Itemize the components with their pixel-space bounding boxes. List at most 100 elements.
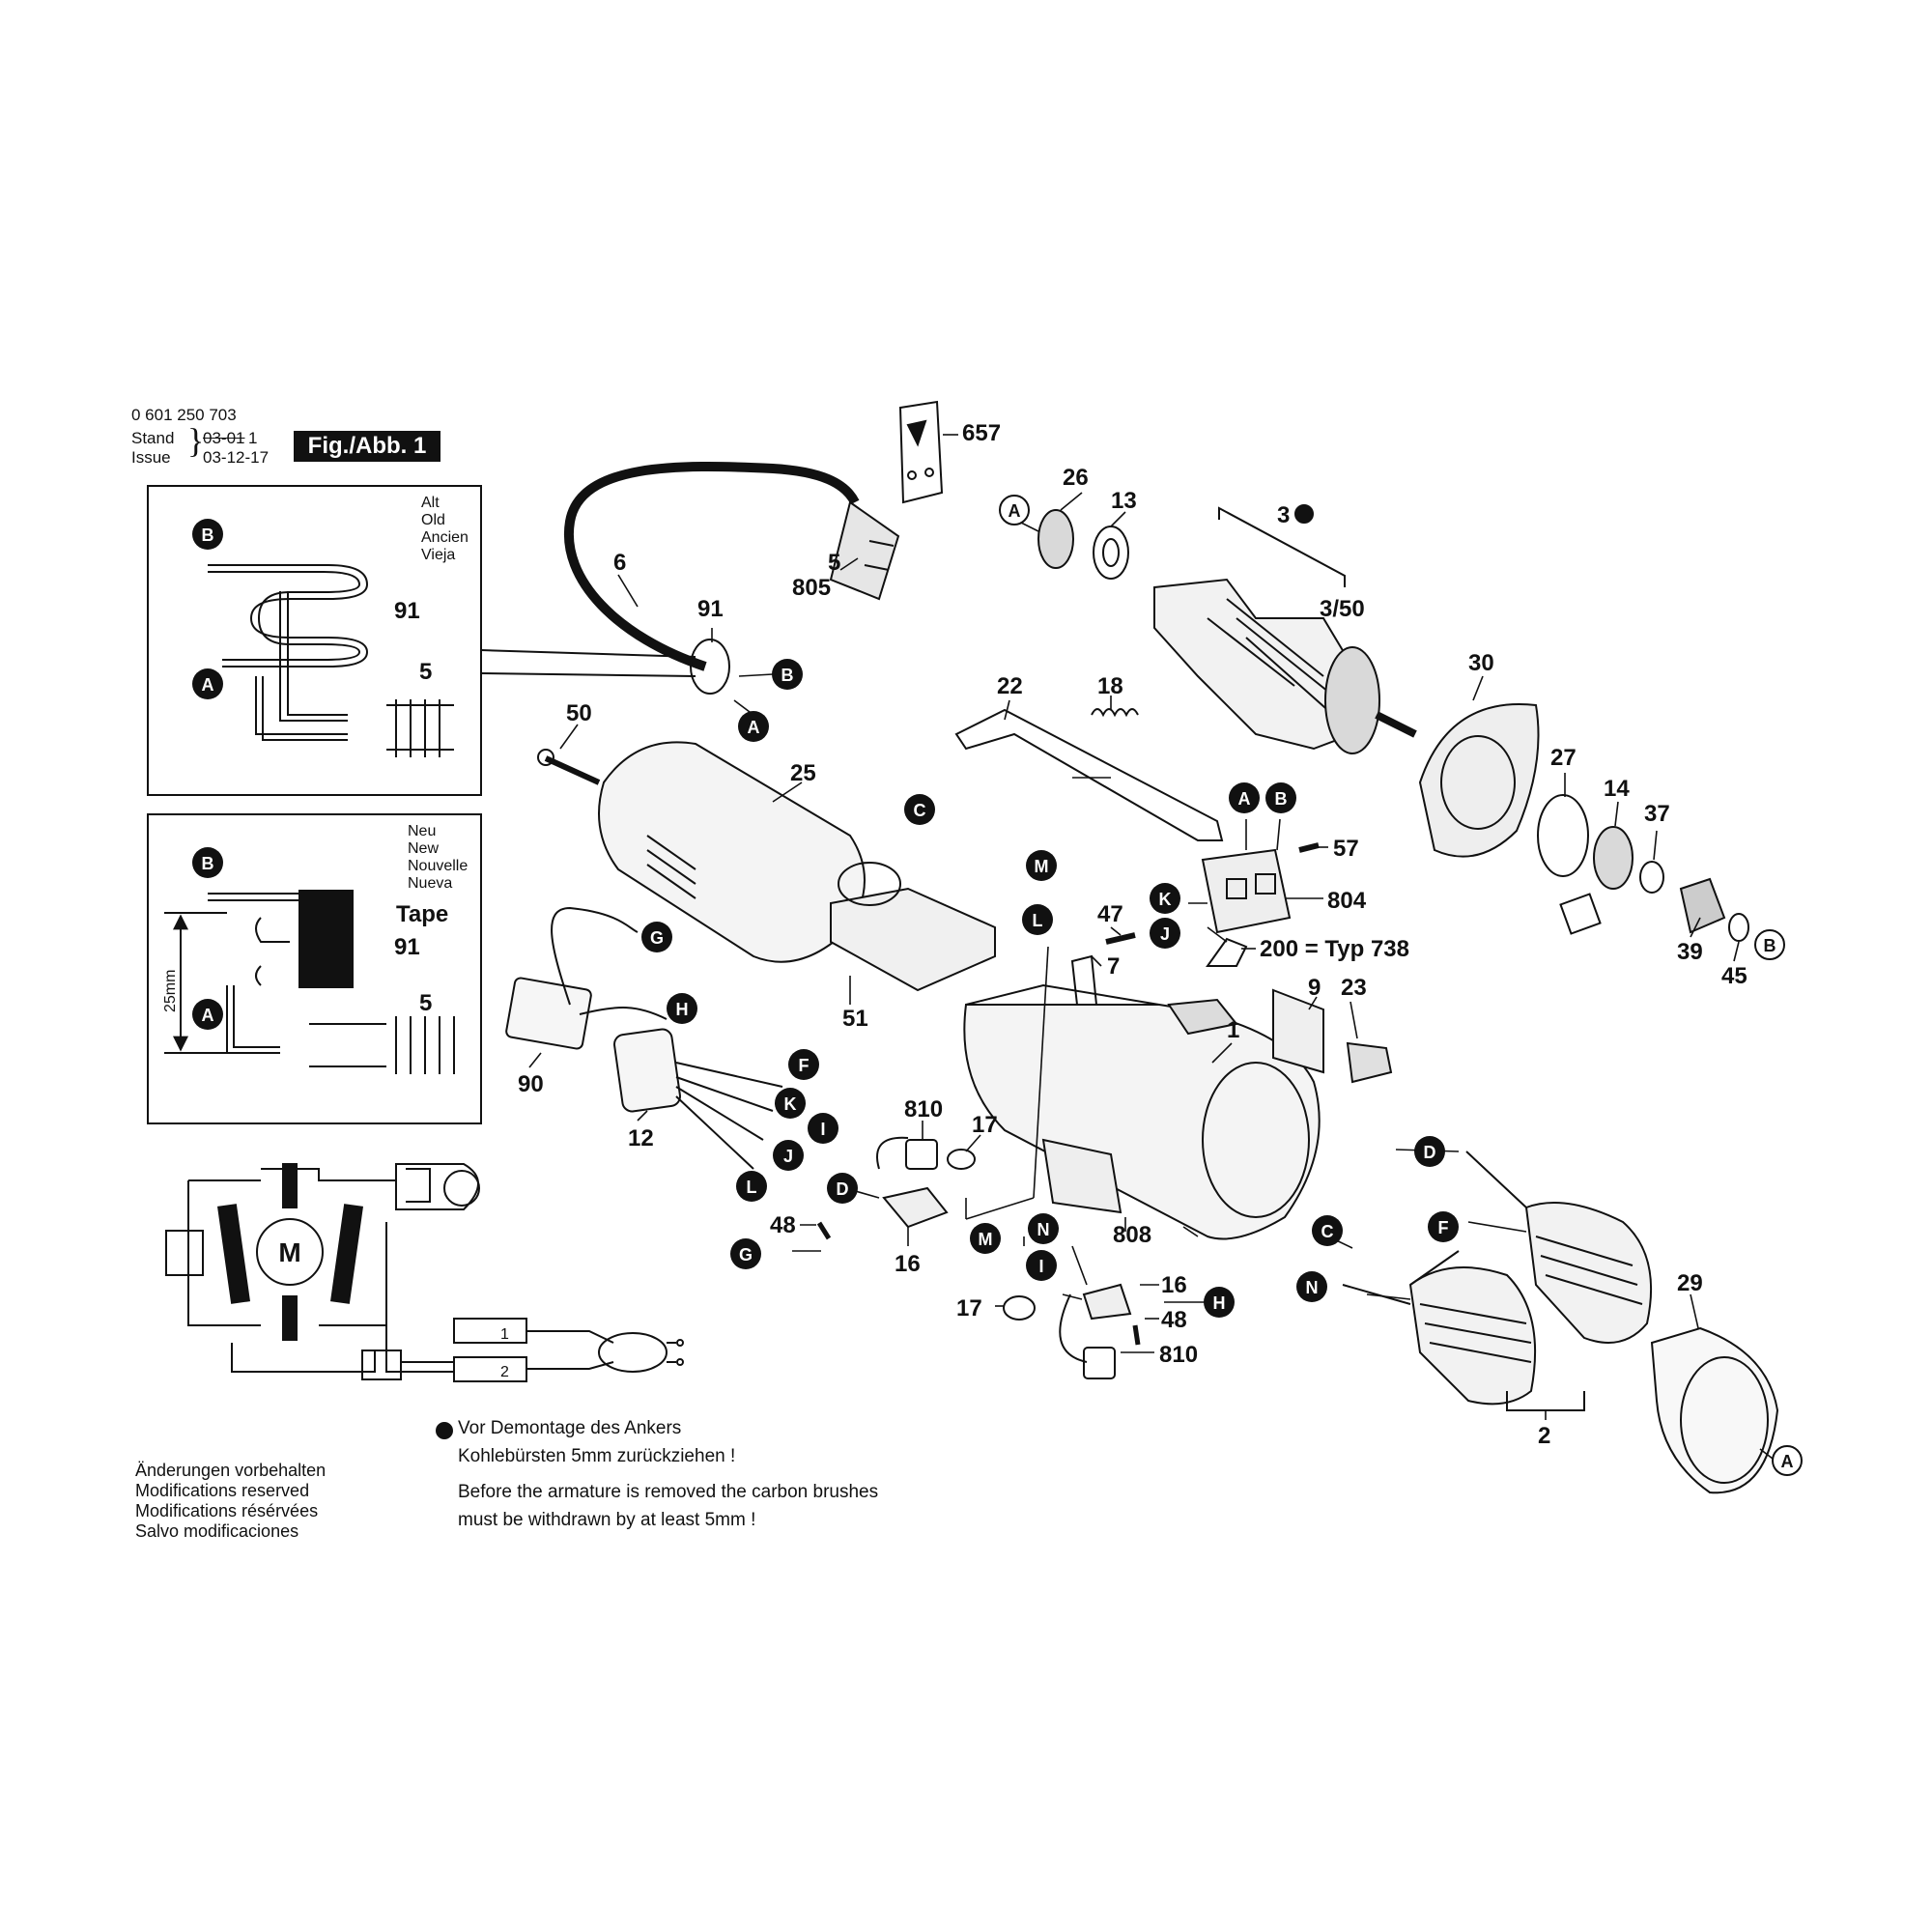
- inset-old-letter-a: [192, 668, 223, 699]
- letter-h-brush: [1204, 1287, 1235, 1318]
- letter-n-coil: [1296, 1271, 1327, 1302]
- letter-g-suppressor: [641, 922, 672, 952]
- callout-39: 39: [1677, 939, 1703, 965]
- callout-2: 2: [1538, 1423, 1550, 1449]
- callout-17b: 17: [956, 1295, 982, 1321]
- plate-hole: [907, 470, 917, 480]
- screw-50: [544, 755, 601, 785]
- inset-new-letter-a: [192, 999, 223, 1030]
- brush-wire: [1059, 1293, 1088, 1363]
- label-808: [1041, 1138, 1122, 1214]
- brush-holder-16b: [1082, 1283, 1132, 1321]
- armature-bracket: [1218, 506, 1346, 587]
- note-en-line1: Before the armature is removed the carbo…: [458, 1482, 879, 1502]
- letter-f-module-text: F: [799, 1056, 810, 1075]
- callout-3-50: 3/50: [1320, 596, 1365, 622]
- callout-16a: 16: [895, 1251, 921, 1277]
- mains-cable: [563, 462, 860, 671]
- callout-14: 14: [1604, 776, 1630, 802]
- callout-23: 23: [1341, 975, 1367, 1001]
- letter-c-coil: [1312, 1215, 1343, 1246]
- modification-line: Änderungen vorbehalten: [135, 1461, 327, 1480]
- armature-slots: [1207, 598, 1334, 716]
- field-coil-upper: [1524, 1202, 1653, 1344]
- housing-cover-25: [598, 741, 866, 963]
- brush-holder-16: [882, 1186, 949, 1229]
- callout-805: 805: [792, 575, 831, 601]
- wiring-schematic: [165, 1163, 684, 1382]
- letter-l-module: [736, 1171, 767, 1202]
- letter-a-armature: [999, 495, 1030, 526]
- housing-top-edge: [965, 983, 1160, 1006]
- letter-b-switch-text: B: [1275, 789, 1288, 809]
- letter-n-brush: [1028, 1213, 1059, 1244]
- inset-new-letter-a-text: A: [202, 1006, 214, 1025]
- letter-h-suppressor-text: H: [676, 1000, 689, 1019]
- letter-a-armature-text: A: [1009, 501, 1021, 521]
- screw-47: [1105, 932, 1136, 945]
- guard-29: [1650, 1326, 1779, 1494]
- letter-g-brush-text: G: [739, 1245, 753, 1264]
- ring-27: [1537, 794, 1589, 877]
- letter-c-coil-text: C: [1321, 1222, 1334, 1241]
- letter-l-carrier-text: L: [1033, 911, 1043, 930]
- letter-l-carrier: [1022, 904, 1053, 935]
- switch-contact-2: 2: [500, 1364, 509, 1380]
- letter-a-cord: [738, 711, 769, 742]
- callout-48a: 48: [770, 1212, 796, 1238]
- callout-51: 51: [842, 1006, 868, 1032]
- inset-new-part-5: 5: [419, 990, 432, 1016]
- screw-57: [1298, 842, 1320, 853]
- screw-48b: [1132, 1324, 1141, 1346]
- letter-c-carrier-text: C: [914, 801, 926, 820]
- bearing-14: [1593, 826, 1634, 890]
- strain-relief-plate: [898, 400, 944, 504]
- spring-17: [947, 1149, 976, 1170]
- letter-f-module: [788, 1049, 819, 1080]
- bearing-26: [1037, 509, 1074, 569]
- switch-23: [1346, 1041, 1393, 1084]
- armature-shaft: [1375, 711, 1417, 738]
- letter-j-switch: [1150, 918, 1180, 949]
- letter-b-cord-text: B: [781, 666, 794, 685]
- inset-old-part-5: 5: [419, 659, 432, 685]
- callout-657: 657: [962, 420, 1001, 446]
- suppressor-wire: [579, 1007, 668, 1020]
- letter-i-brush: [1026, 1250, 1057, 1281]
- letter-f-coil-text: F: [1438, 1218, 1449, 1237]
- letter-j-module: [773, 1140, 804, 1171]
- cord-clamp: [690, 639, 730, 695]
- cover-ribs: [646, 835, 696, 899]
- plate-slot: [906, 419, 927, 447]
- callout-48b: 48: [1161, 1307, 1187, 1333]
- brace-glyph: }: [187, 421, 205, 460]
- letter-a-cord-text: A: [748, 718, 760, 737]
- switch-terminal: [1226, 878, 1247, 899]
- stand-label: Stand: [131, 429, 175, 447]
- inset-new-box: [147, 813, 482, 1124]
- letter-d-brush: [827, 1173, 858, 1204]
- inset-old-box: [147, 485, 482, 796]
- callout-22: 22: [997, 673, 1023, 699]
- letter-h-suppressor: [667, 993, 697, 1024]
- callout-16b: 16: [1161, 1272, 1187, 1298]
- letter-g-brush: [730, 1238, 761, 1269]
- callout-810a: 810: [904, 1096, 943, 1122]
- guard-opening: [1680, 1356, 1769, 1484]
- inset-new-part-91: 91: [394, 934, 420, 960]
- letter-a-switch: [1229, 782, 1260, 813]
- carrier-51: [830, 887, 996, 992]
- housing-opening: [1202, 1062, 1310, 1218]
- letter-m-carrier: [1026, 850, 1057, 881]
- inset-old-part-91: 91: [394, 598, 420, 624]
- spring-washer: [1559, 893, 1602, 935]
- leader-lines: [528, 434, 1774, 1460]
- issue-label: Issue: [131, 448, 171, 467]
- callout-26: 26: [1063, 465, 1089, 491]
- inset-new-letter-b: [192, 847, 223, 878]
- pinion-39: [1679, 877, 1726, 934]
- armature-note-bullet: [1294, 504, 1314, 524]
- module-wires: [675, 1062, 783, 1170]
- letter-i-module: [808, 1113, 838, 1144]
